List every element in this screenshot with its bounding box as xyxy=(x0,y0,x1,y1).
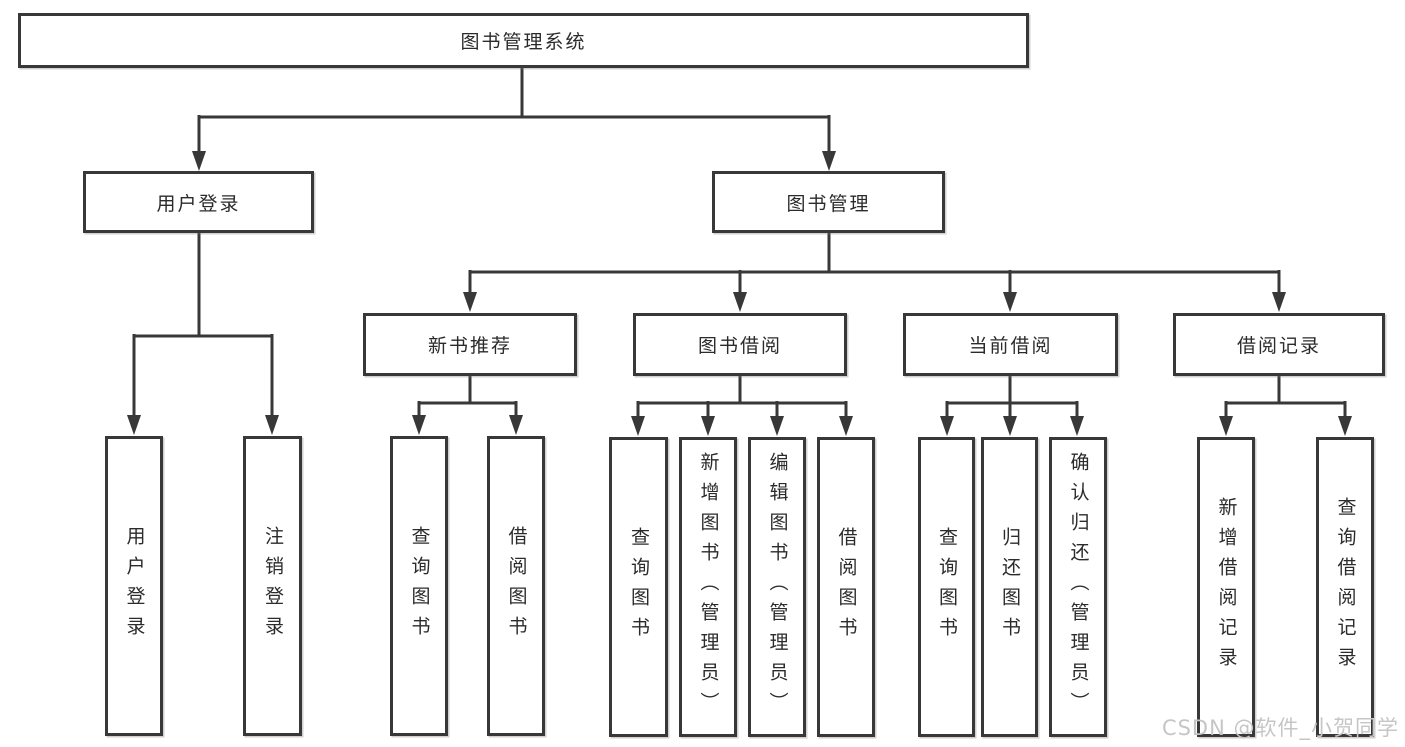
node-user-login-branch: 用户登录 xyxy=(83,171,314,233)
leaf-newrec-query-book-label: 查询图书 xyxy=(408,526,431,646)
leaf-edit-book-admin-label: 编辑图书（管理员） xyxy=(766,452,789,722)
leaf-borrow-query-book: 查询图书 xyxy=(609,437,668,737)
node-root-system: 图书管理系统 xyxy=(18,13,1029,68)
leaf-query-borrow-record: 查询借阅记录 xyxy=(1316,437,1374,737)
node-current-borrow-label: 当前借阅 xyxy=(968,335,1053,357)
node-book-management-branch: 图书管理 xyxy=(712,171,945,233)
leaf-borrow-book: 借阅图书 xyxy=(817,437,875,737)
leaf-logout-label: 注销登录 xyxy=(262,526,284,646)
leaf-confirm-return-admin-label: 确认归还（管理员） xyxy=(1067,452,1090,722)
leaf-borrow-query-book-label: 查询图书 xyxy=(628,527,650,647)
leaf-add-book-admin-label: 新增图书（管理员） xyxy=(697,452,720,722)
leaf-current-query-book: 查询图书 xyxy=(918,437,975,737)
leaf-current-query-book-label: 查询图书 xyxy=(936,527,958,647)
node-root-label: 图书管理系统 xyxy=(460,31,587,53)
leaf-add-borrow-record: 新增借阅记录 xyxy=(1197,437,1255,737)
leaf-edit-book-admin: 编辑图书（管理员） xyxy=(748,437,806,737)
leaf-add-book-admin: 新增图书（管理员） xyxy=(679,437,737,737)
leaf-confirm-return-admin: 确认归还（管理员） xyxy=(1049,437,1107,737)
node-book-management-branch-label: 图书管理 xyxy=(786,192,871,215)
node-borrow-record: 借阅记录 xyxy=(1173,313,1385,376)
leaf-logout: 注销登录 xyxy=(243,436,302,736)
leaf-user-login-label: 用户登录 xyxy=(123,526,146,646)
leaf-newrec-borrow-book-label: 借阅图书 xyxy=(505,526,528,646)
node-new-book-recommend: 新书推荐 xyxy=(363,313,577,376)
leaf-query-borrow-record-label: 查询借阅记录 xyxy=(1334,497,1357,677)
leaf-return-book: 归还图书 xyxy=(981,437,1038,737)
leaf-user-login: 用户登录 xyxy=(105,436,163,736)
leaf-newrec-borrow-book: 借阅图书 xyxy=(487,436,545,736)
node-current-borrow: 当前借阅 xyxy=(903,313,1118,376)
leaf-newrec-query-book: 查询图书 xyxy=(390,436,448,736)
node-borrow-record-label: 借阅记录 xyxy=(1236,335,1321,357)
node-book-borrow-label: 图书借阅 xyxy=(697,335,782,357)
node-book-borrow: 图书借阅 xyxy=(633,313,847,376)
node-new-book-recommend-label: 新书推荐 xyxy=(427,335,512,357)
leaf-add-borrow-record-label: 新增借阅记录 xyxy=(1215,497,1238,677)
node-user-login-branch-label: 用户登录 xyxy=(156,192,241,215)
leaf-return-book-label: 归还图书 xyxy=(999,527,1021,647)
csdn-watermark: CSDN @软件_小贺同学 xyxy=(1161,716,1399,740)
leaf-borrow-book-label: 借阅图书 xyxy=(835,527,858,647)
